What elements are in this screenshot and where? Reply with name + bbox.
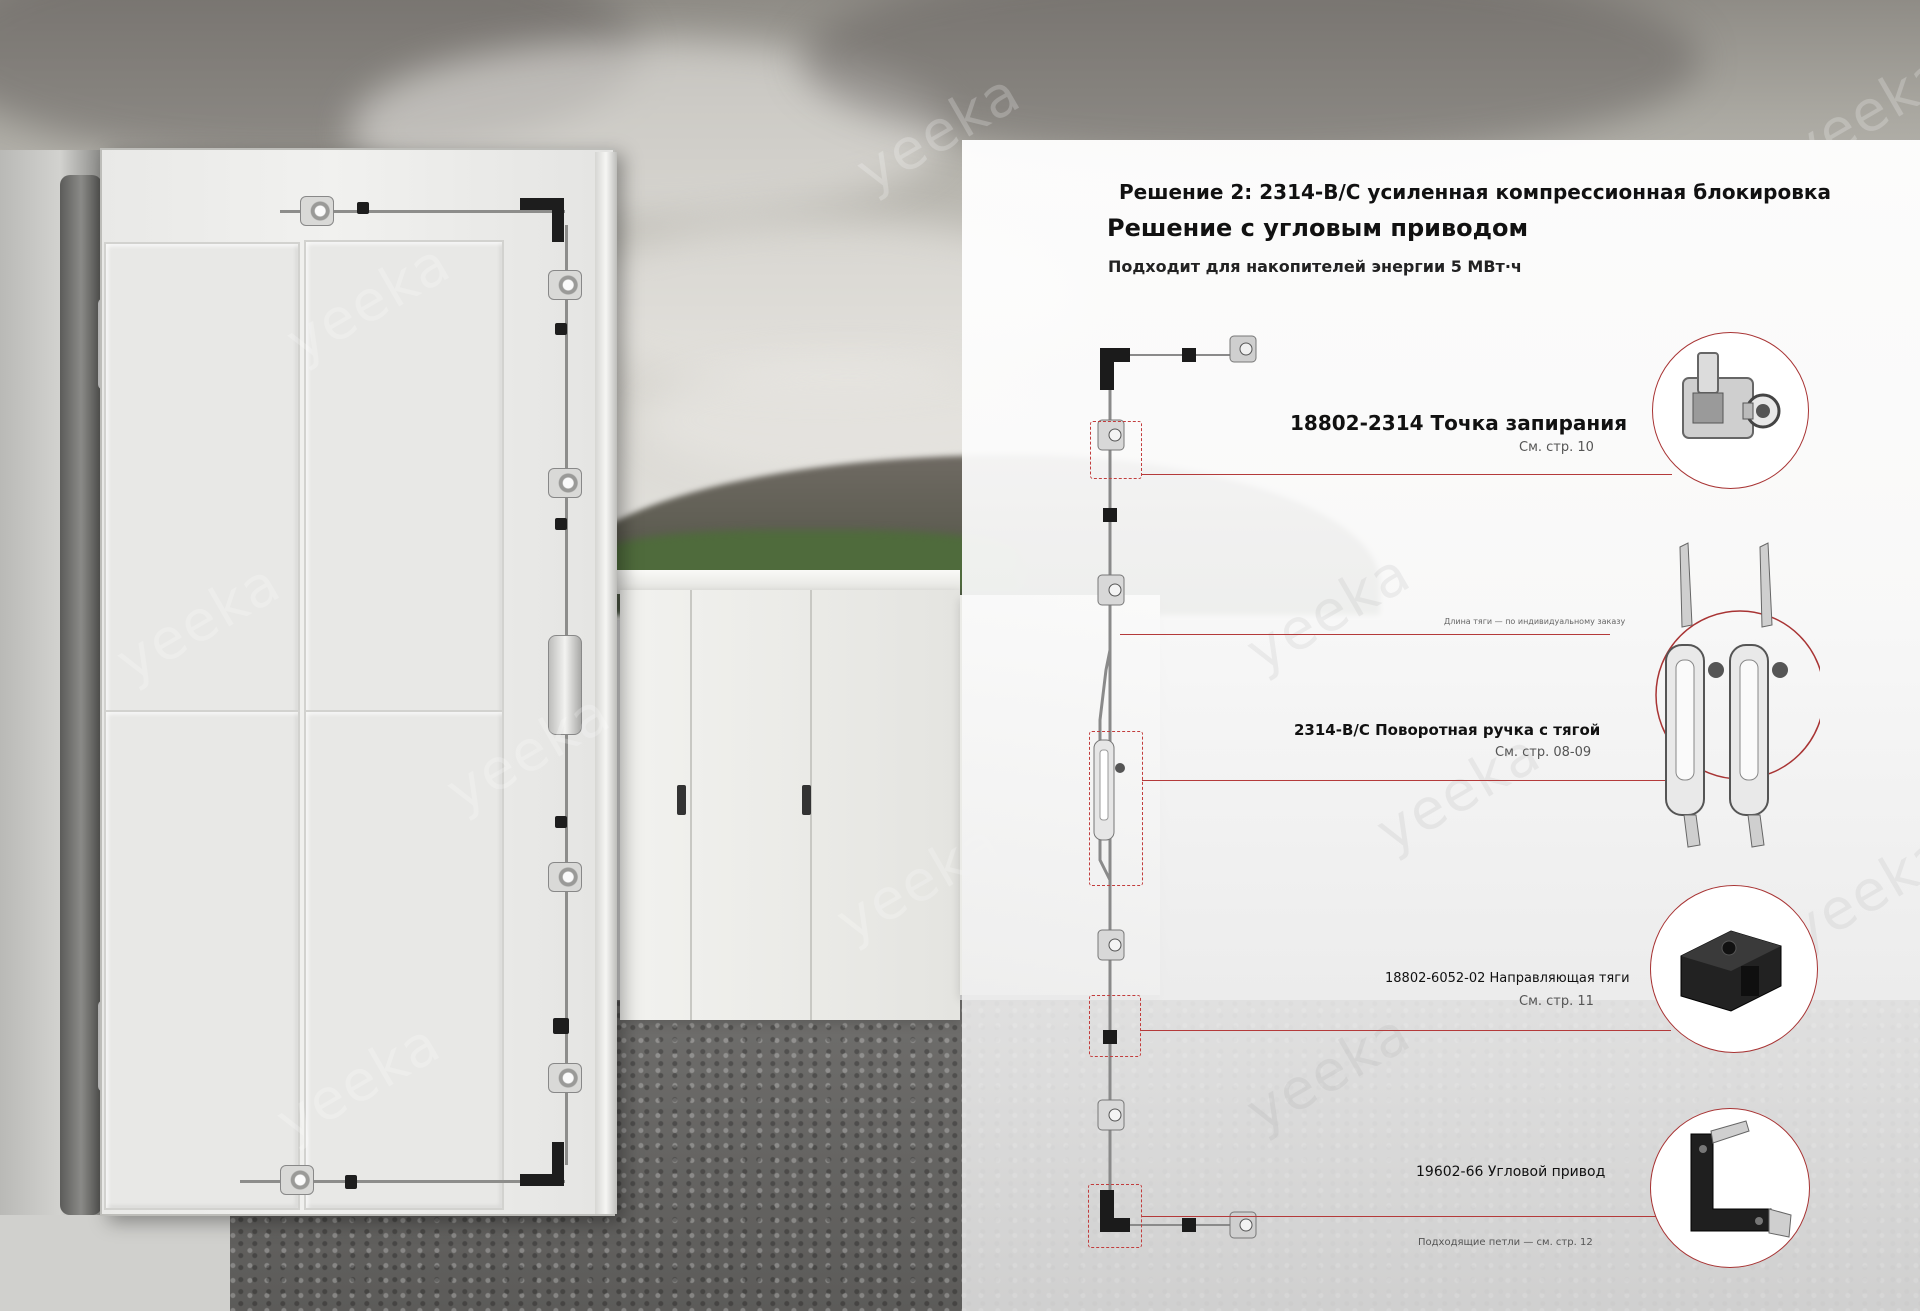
diagram-handle-rod bbox=[1098, 649, 1112, 881]
suitability-text: Подходит для накопителей энергии 5 МВт·ч bbox=[1108, 257, 1522, 276]
swing-handle-icon bbox=[1655, 542, 1825, 848]
latch-icon bbox=[1108, 428, 1122, 442]
rod-guide-icon bbox=[555, 518, 567, 530]
callout-line bbox=[1141, 1030, 1671, 1031]
cabinet-door bbox=[100, 148, 615, 1216]
rod-guide-icon bbox=[1103, 1030, 1117, 1044]
rod-guide-icon bbox=[555, 323, 567, 335]
latch-icon bbox=[548, 1063, 582, 1093]
latch-icon bbox=[1239, 342, 1253, 356]
door-panel bbox=[104, 710, 300, 1210]
page-title: Решение с угловым приводом bbox=[1107, 214, 1529, 242]
note-hinges: Подходящие петли — см. стр. 12 bbox=[1418, 1237, 1593, 1248]
rod-guide-icon bbox=[1182, 1218, 1196, 1232]
latch-icon bbox=[548, 862, 582, 892]
rod-guide-icon bbox=[345, 1175, 357, 1189]
label-latch-point: 18802-2314 Точка запирания bbox=[1290, 411, 1628, 435]
latch-icon bbox=[300, 196, 334, 226]
latch-icon bbox=[1108, 1108, 1122, 1122]
product-image-rod-guide bbox=[1650, 885, 1818, 1053]
bottom-rod bbox=[240, 1180, 565, 1183]
latch-icon bbox=[1108, 938, 1122, 952]
callout-line bbox=[1142, 474, 1672, 475]
latch-icon bbox=[548, 270, 582, 300]
callout-line bbox=[1142, 780, 1682, 781]
door-panel bbox=[304, 710, 504, 1210]
rod-guide-icon bbox=[1680, 930, 1782, 1012]
cabinet-frame bbox=[60, 175, 102, 1215]
label-rod-length: Длина тяги — по индивидуальному заказу bbox=[1444, 617, 1626, 626]
product-image-handle bbox=[1620, 535, 1825, 875]
label-corner-drive: 19602-66 Угловой привод bbox=[1416, 1164, 1606, 1180]
energy-storage-container bbox=[620, 590, 960, 1020]
swing-handle-icon bbox=[1115, 763, 1125, 773]
latch-icon bbox=[1108, 583, 1122, 597]
ref-handle: См. стр. 08-09 bbox=[1495, 745, 1592, 760]
corner-drive-icon bbox=[1690, 1120, 1792, 1238]
top-rod bbox=[280, 210, 565, 213]
assembly-diagram bbox=[1093, 335, 1257, 1239]
latch-point-icon bbox=[1682, 352, 1781, 439]
latch-icon bbox=[1239, 1218, 1253, 1232]
ref-latch-point: См. стр. 10 bbox=[1519, 440, 1594, 455]
rod-guide-icon bbox=[357, 202, 369, 214]
highlight-handle bbox=[1089, 731, 1143, 886]
product-image-corner-drive bbox=[1650, 1108, 1810, 1268]
latch-icon bbox=[548, 468, 582, 498]
highlight-corner-drive bbox=[1088, 1184, 1142, 1248]
callout-line bbox=[1120, 634, 1610, 635]
product-image-latch-point bbox=[1652, 332, 1809, 489]
cabinet-base bbox=[0, 1215, 230, 1311]
rod-guide-icon bbox=[553, 1018, 569, 1034]
rod-guide-icon bbox=[1182, 348, 1196, 362]
cloud bbox=[800, 0, 1700, 160]
ref-rod-guide: См. стр. 11 bbox=[1519, 994, 1594, 1009]
callout-line bbox=[1142, 1216, 1672, 1217]
rod-guide-icon bbox=[1103, 508, 1117, 522]
door-edge bbox=[595, 152, 617, 1214]
rod-guide-icon bbox=[555, 816, 567, 828]
corner-drive-icon bbox=[520, 198, 564, 242]
swing-handle-icon bbox=[548, 635, 582, 735]
swing-handle-icon bbox=[1099, 749, 1109, 821]
latch-icon bbox=[280, 1165, 314, 1195]
highlight-rod-guide bbox=[1089, 995, 1141, 1057]
corner-drive-icon bbox=[520, 1142, 564, 1186]
solution-title: Решение 2: 2314-B/C усиленная компрессио… bbox=[1119, 180, 1831, 204]
highlight-latch-point bbox=[1090, 421, 1142, 479]
corner-drive-icon bbox=[1100, 348, 1130, 390]
label-rod-guide: 18802-6052-02 Направляющая тяги bbox=[1385, 971, 1630, 986]
corner-drive-icon bbox=[1100, 1190, 1130, 1232]
label-handle: 2314-B/C Поворотная ручка с тягой bbox=[1294, 721, 1601, 739]
